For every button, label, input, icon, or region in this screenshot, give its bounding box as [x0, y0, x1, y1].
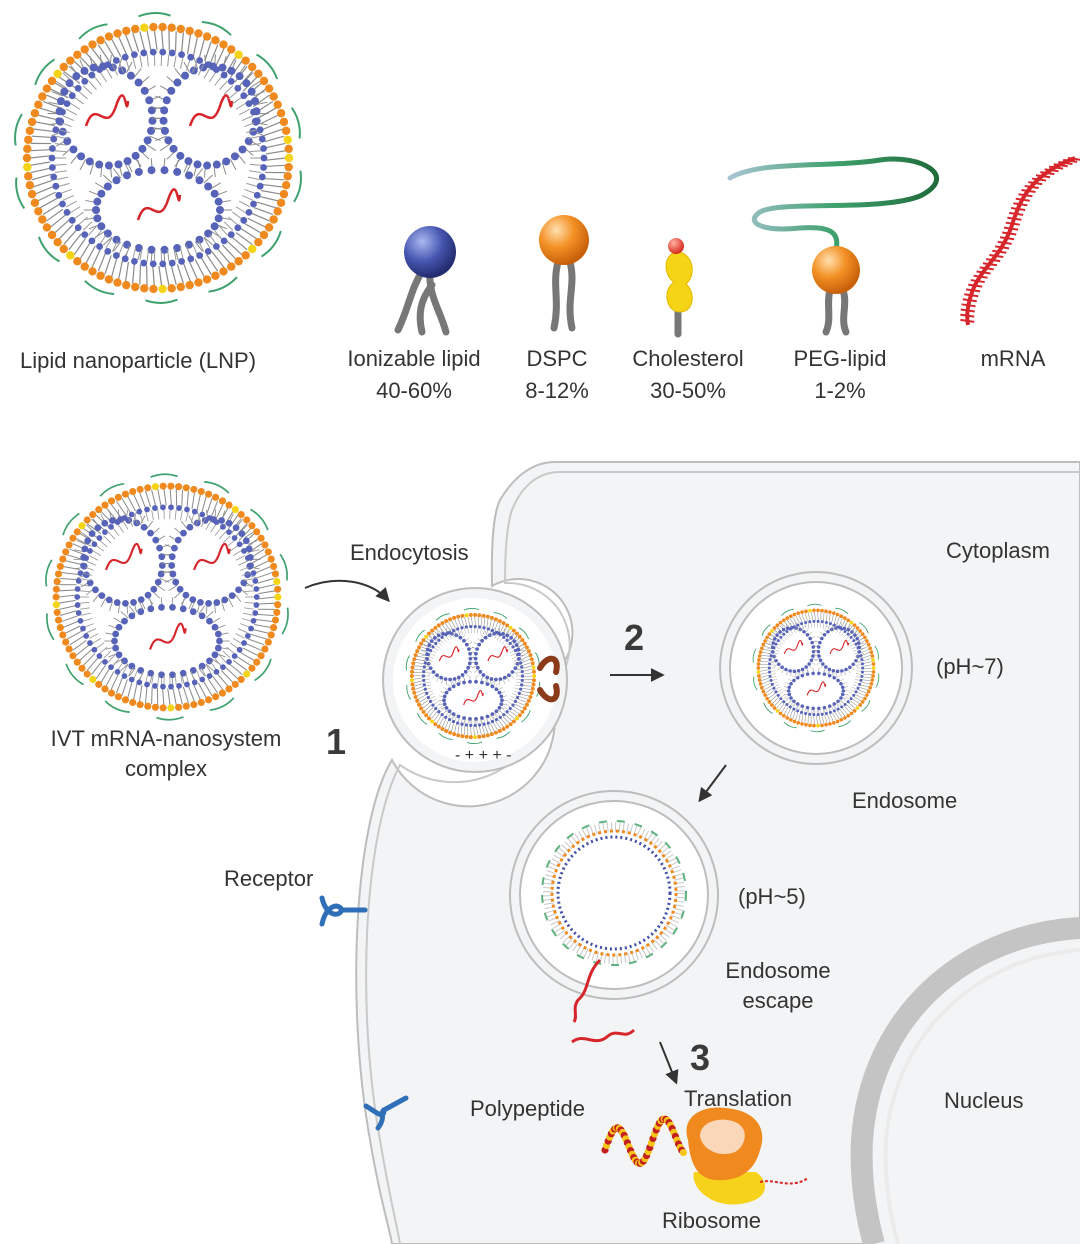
endosome-escape-line2: escape: [742, 988, 814, 1013]
cytoplasm-label: Cytoplasm: [946, 538, 1050, 563]
translation-arrow: [659, 1041, 679, 1085]
peg-lipid-percent: 1-2%: [814, 378, 866, 403]
endosome-label: Endosome: [852, 788, 958, 813]
translation-label: Translation: [684, 1086, 793, 1111]
receptor-icon-lower: [363, 1095, 409, 1131]
step-1-number: 1: [326, 721, 347, 762]
complex-label-line2: complex: [125, 756, 207, 781]
endosome-ph5: [509, 790, 719, 1023]
ionizable-lipid-icon: [394, 226, 456, 336]
receptor-label: Receptor: [224, 866, 314, 891]
polypeptide-chain: [601, 1115, 688, 1167]
ionizable-lipid-label: Ionizable lipid: [347, 346, 481, 371]
nucleus-label: Nucleus: [944, 1088, 1024, 1113]
cholesterol-icon: [665, 238, 693, 338]
lnp-main-illustration: [13, 11, 303, 305]
dspc-icon: [539, 215, 589, 332]
endosome-ph7: [719, 571, 913, 765]
endosome-arrow: [698, 764, 727, 803]
step-3-number: 3: [690, 1037, 711, 1078]
endosome-escape-line1: Endosome: [725, 958, 831, 983]
released-mrna-icon: [571, 1028, 636, 1044]
peg-lipid-icon: [727, 156, 939, 336]
complex-label-line1: IVT mRNA-nanosystem: [50, 726, 282, 751]
step-2-number: 2: [624, 617, 645, 658]
ribosome-label: Ribosome: [662, 1208, 762, 1233]
peg-lipid-label: PEG-lipid: [793, 346, 887, 371]
polypeptide-label: Polypeptide: [470, 1096, 585, 1121]
dspc-percent: 8-12%: [525, 378, 589, 403]
ph7-label: (pH~7): [936, 654, 1004, 679]
charge-signs: - + + + -: [455, 747, 511, 764]
cholesterol-label: Cholesterol: [632, 346, 744, 371]
ionizable-lipid-percent: 40-60%: [376, 378, 452, 403]
mrna-label: mRNA: [980, 346, 1046, 371]
dspc-label: DSPC: [526, 346, 588, 371]
lnp-label: Lipid nanoparticle (LNP): [20, 348, 257, 373]
lnp-complex-illustration: [44, 473, 290, 721]
mrna-icon: [960, 156, 1080, 326]
endocytosis-arrow: [304, 579, 390, 603]
nucleus: [850, 917, 1080, 1244]
ribosome-icon: [686, 1107, 809, 1205]
receptor-icon: [319, 895, 368, 927]
receptor-binding-icon: [537, 655, 560, 703]
ph5-label: (pH~5): [738, 884, 806, 909]
endocytosis-label: Endocytosis: [350, 540, 469, 565]
cholesterol-percent: 30-50%: [650, 378, 726, 403]
